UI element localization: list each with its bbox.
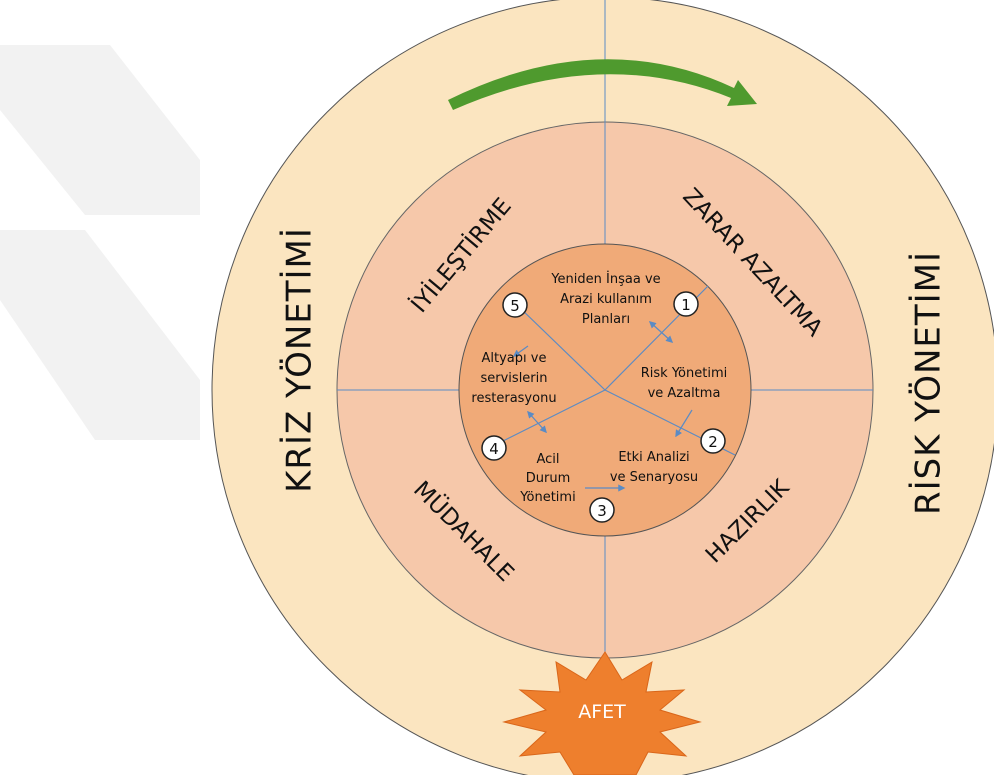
step-badge-1: 1 bbox=[673, 291, 699, 317]
cycle-direction-arrow bbox=[448, 59, 757, 110]
step-reconstruction-line1: Yeniden İnşaa ve bbox=[550, 271, 660, 287]
step-badge-4-number: 4 bbox=[489, 440, 499, 458]
step-impact-line2: ve Senaryosu bbox=[610, 470, 698, 485]
step-badge-5: 5 bbox=[502, 292, 528, 318]
step-risk-line2: ve Azaltma bbox=[648, 386, 721, 401]
inner-diagonal-up-left bbox=[517, 305, 606, 391]
arrow-risk-to-2 bbox=[675, 409, 693, 438]
step-emergency-line2: Durum bbox=[526, 471, 571, 486]
step-restoration-line1: Altyapı ve bbox=[482, 351, 547, 366]
step-badge-2-number: 2 bbox=[708, 433, 718, 451]
watermark-chevron bbox=[0, 45, 200, 440]
step-reconstruction-line2: Arazi kullanım bbox=[560, 292, 652, 307]
step-badge-3: 3 bbox=[589, 497, 615, 523]
step-badge-5-number: 5 bbox=[510, 297, 520, 315]
step-emergency-line3: Yönetimi bbox=[519, 490, 575, 505]
step-restoration-line3: resterasyonu bbox=[471, 391, 556, 406]
arrow-5-to-restoration bbox=[512, 345, 529, 357]
arrow-1-to-risk bbox=[648, 321, 674, 343]
step-restoration-line2: servislerin bbox=[481, 371, 548, 386]
step-impact-line1: Etki Analizi bbox=[618, 450, 689, 465]
step-reconstruction-line3: Planları bbox=[582, 312, 630, 327]
step-badge-4: 4 bbox=[481, 435, 507, 461]
arrow-4-to-restoration bbox=[527, 410, 547, 434]
step-badge-2: 2 bbox=[700, 428, 726, 454]
risk-management-label: RİSK YÖNETİMİ bbox=[908, 251, 949, 515]
step-badge-3-number: 3 bbox=[597, 502, 607, 520]
crisis-management-label: KRİZ YÖNETİMİ bbox=[279, 227, 320, 493]
disaster-label: AFET bbox=[578, 701, 626, 723]
step-emergency-line1: Acil bbox=[536, 452, 559, 467]
step-risk-line1: Risk Yönetimi bbox=[641, 366, 727, 381]
step-badge-1-number: 1 bbox=[681, 296, 691, 314]
inner-diagonal-down-left bbox=[492, 389, 606, 447]
